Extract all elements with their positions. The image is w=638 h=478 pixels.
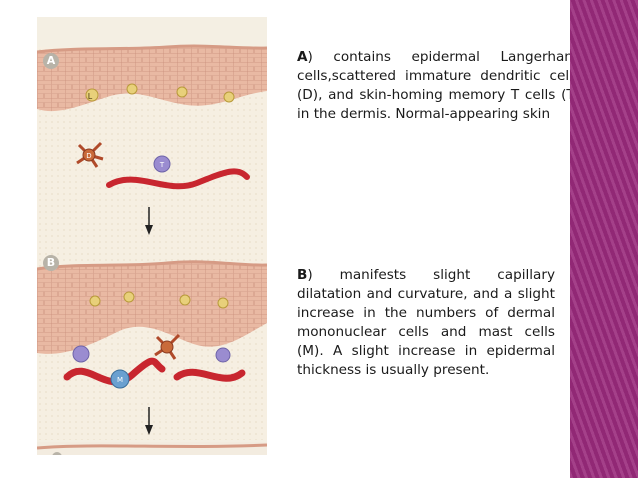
panel-b-letter: B <box>43 255 59 271</box>
t-cell-b <box>72 345 90 363</box>
caption-b-letter: B <box>297 267 308 283</box>
caption-a-text: ) contains epidermal Langerhans cells,sc… <box>297 49 580 122</box>
accent-stripe <box>570 0 638 478</box>
capillary-a <box>106 168 250 190</box>
label-l: L <box>88 92 93 101</box>
label-m: M <box>117 376 123 384</box>
label-t: T <box>159 161 165 169</box>
langerhans-cells-b <box>89 291 229 309</box>
arrow-down-icon <box>145 225 153 235</box>
langerhans-cells-a <box>85 83 235 103</box>
caption-b-text: ) manifests slight capillary dilatation … <box>297 267 555 378</box>
skin-histology-figure: L D T M A B <box>37 17 267 455</box>
label-d: D <box>86 152 91 160</box>
epidermis-b <box>37 261 267 354</box>
panel-c-marker <box>52 452 62 455</box>
caption-b: B) manifests slight capillary dilatation… <box>297 266 555 380</box>
skin-illustration: L D T M <box>37 44 267 455</box>
t-cell-a <box>153 155 171 173</box>
panel-a-letter: A <box>43 53 59 69</box>
arrow-down-icon <box>145 425 153 435</box>
dendritic-cell-a <box>76 141 104 168</box>
stripe-texture <box>570 0 638 478</box>
caption-a-letter: A <box>297 49 308 65</box>
dendritic-cell-b <box>154 333 181 360</box>
mast-cell <box>110 369 130 389</box>
caption-a: A) contains epidermal Langerhans cells,s… <box>297 48 580 124</box>
t-cell-b2 <box>215 347 231 363</box>
